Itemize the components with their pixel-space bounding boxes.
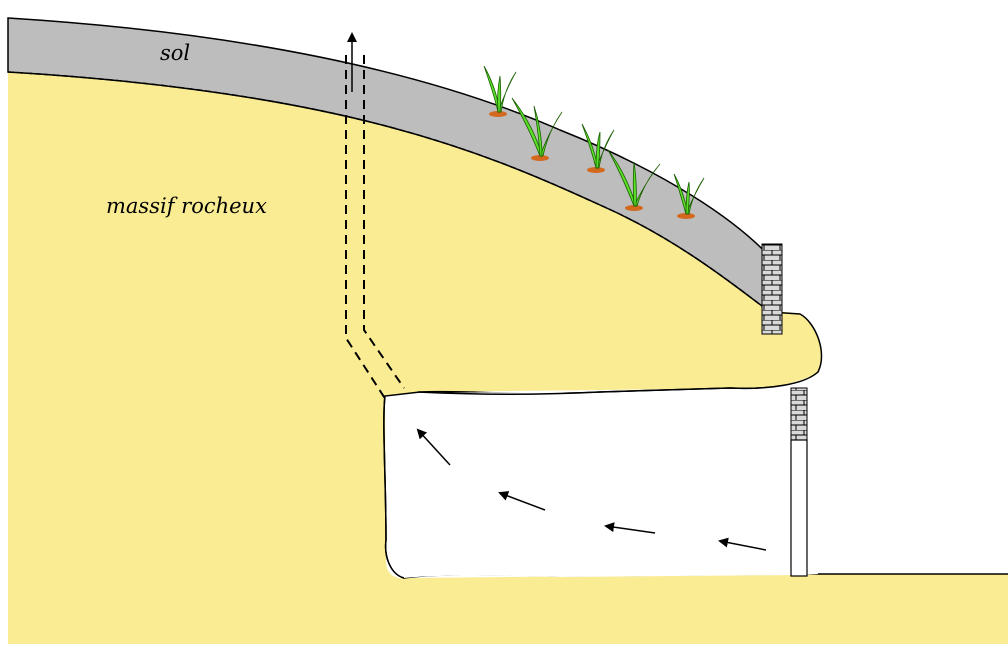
cave-chamber xyxy=(386,373,818,578)
grass-tuft-icon xyxy=(607,149,661,211)
arrow-icon xyxy=(498,491,546,511)
airflow-arrows xyxy=(416,428,767,551)
plants xyxy=(483,65,705,219)
surface-chimney xyxy=(761,243,783,335)
entrance-brick-pillar xyxy=(790,387,808,441)
arrow-icon xyxy=(718,537,767,551)
ventilation-shaft-right xyxy=(363,55,405,389)
rock-mass-label: massif rocheux xyxy=(106,194,267,218)
arrow-icon xyxy=(416,428,451,466)
entrance-post xyxy=(790,439,808,577)
grass-tuft-icon xyxy=(673,173,705,219)
rock-mass xyxy=(8,69,1008,645)
arrow-icon xyxy=(604,522,656,534)
soil-label: sol xyxy=(160,41,190,65)
ventilation-shaft-left xyxy=(345,55,387,401)
grass-tuft-icon xyxy=(483,65,517,117)
grass-tuft-icon xyxy=(511,97,563,161)
grass-tuft-icon xyxy=(581,123,615,173)
